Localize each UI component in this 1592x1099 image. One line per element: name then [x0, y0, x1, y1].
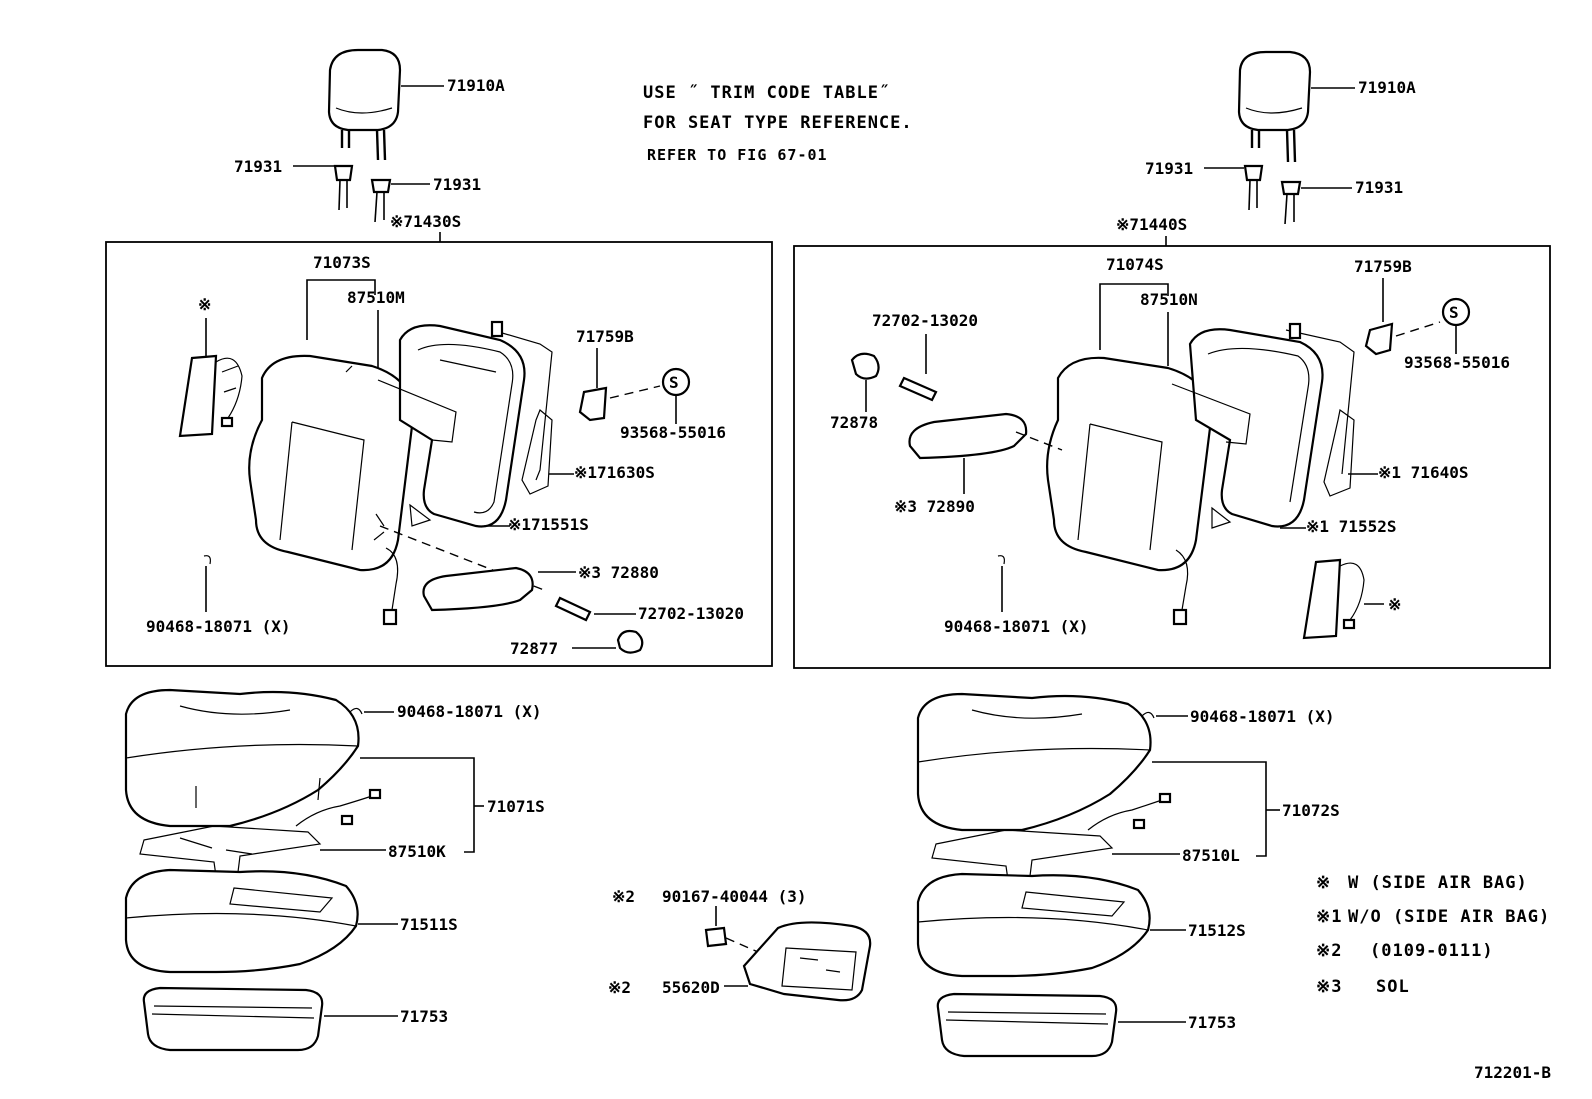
label-71759b-left: 71759B	[576, 327, 634, 346]
left-armrest: ※3 72880 72702-13020 72877	[379, 525, 744, 658]
note-line-2: FOR SEAT TYPE REFERENCE.	[643, 113, 913, 133]
label-72878: 72878	[830, 413, 878, 432]
right-armrest-assembly: 72702-13020 72878 ※3 72890	[830, 311, 1063, 516]
right-seatback-labels: 71074S 87510N	[1099, 255, 1198, 366]
note-line-3: REFER TO FIG 67-01	[647, 146, 828, 164]
label-90468-18071-right-back: 90468-18071 (X)	[944, 617, 1089, 636]
note-line-1: USE ˝ TRIM CODE TABLE˝	[643, 83, 890, 103]
left-seatback-cushion	[248, 354, 416, 572]
legend-text-2: W/O (SIDE AIR BAG)	[1348, 907, 1550, 927]
left-airbag-module	[178, 354, 243, 438]
label-93568-55016-right: 93568-55016	[1404, 353, 1510, 372]
label-armrest-72890: ※3 72890	[894, 497, 975, 516]
label-90468-18071-left-back: 90468-18071 (X)	[146, 617, 291, 636]
center-bracket: ※2 90167-40044 (3) ※2 55620D	[608, 887, 872, 1002]
label-71072s: 71072S	[1282, 801, 1340, 820]
side-airbag-mark-right: ※	[1388, 595, 1401, 614]
label-87510l: 87510L	[1182, 846, 1240, 865]
left-seatback-group-frame	[105, 241, 773, 667]
label-71931-right-a: 71931	[1145, 159, 1193, 178]
label-71910a-right: 71910A	[1358, 78, 1416, 97]
right-seatback-group-frame	[793, 245, 1551, 669]
legend-mark-1: ※	[1316, 873, 1331, 893]
mark-2-bolt: ※2	[612, 887, 635, 906]
label-55620d: 55620D	[662, 978, 720, 997]
figure-code: 712201-B	[1474, 1063, 1551, 1082]
label-93568-55016-left: 93568-55016	[620, 423, 726, 442]
label-71073s: 71073S	[313, 253, 371, 272]
right-seatback-harness	[1172, 549, 1189, 626]
label-90468-18071-right-cushion: 90468-18071 (X)	[1190, 707, 1335, 726]
label-71753-left: 71753	[400, 1007, 448, 1026]
label-71071s: 71071S	[487, 797, 545, 816]
reference-notes: USE ˝ TRIM CODE TABLE˝ FOR SEAT TYPE REF…	[643, 83, 913, 164]
label-71552s: ※1 71552S	[1306, 517, 1396, 536]
label-71753-right: 71753	[1188, 1013, 1236, 1032]
legend-text-4: SOL	[1376, 977, 1410, 997]
label-90468-18071-left-cushion: 90468-18071 (X)	[397, 702, 542, 721]
label-71931-left-a: 71931	[234, 157, 282, 176]
label-72702-13020-right: 72702-13020	[872, 311, 978, 330]
label-87510m: 87510M	[347, 288, 405, 307]
right-seatback-frame	[1171, 322, 1355, 529]
right-seatback-cushion	[1046, 356, 1214, 572]
mark-2-bracket: ※2	[608, 978, 631, 997]
right-cushion-stack: 90468-18071 (X) 71072S 87510L 71512S 717…	[916, 692, 1340, 1058]
svg-text:S: S	[1449, 303, 1459, 322]
left-back-clip: 90468-18071 (X)	[146, 555, 291, 636]
label-87510k: 87510K	[388, 842, 446, 861]
legend-mark-3: ※2	[1316, 941, 1342, 961]
label-71440s: ※71440S	[1116, 215, 1187, 234]
right-airbag-module: ※	[1302, 558, 1401, 640]
legend: ※ W (SIDE AIR BAG) ※1 W/O (SIDE AIR BAG)…	[1316, 873, 1550, 997]
right-headrest-supports: 71931 71931	[1145, 159, 1403, 225]
label-71640s: ※1 71640S	[1378, 463, 1468, 482]
legend-mark-4: ※3	[1316, 977, 1342, 997]
label-71430s: ※71430S	[390, 212, 461, 231]
label-72877: 72877	[510, 639, 558, 658]
legend-text-1: W (SIDE AIR BAG)	[1348, 873, 1528, 893]
right-back-clip: 90468-18071 (X)	[944, 555, 1089, 636]
label-87510n: 87510N	[1140, 290, 1198, 309]
left-lock-and-screw: 71759B S 93568-55016	[576, 327, 726, 442]
label-71910a-left: 71910A	[447, 76, 505, 95]
side-airbag-mark-left: ※	[198, 295, 211, 314]
label-71931-left-b: 71931	[433, 175, 481, 194]
left-headrest: 71910A	[327, 48, 505, 161]
legend-mark-2: ※1	[1316, 907, 1342, 927]
label-71759b-right: 71759B	[1354, 257, 1412, 276]
legend-text-3: (0109-0111)	[1370, 941, 1494, 961]
right-headrest: 71910A	[1237, 50, 1416, 163]
label-71511s: 71511S	[400, 915, 458, 934]
left-seatback-harness	[373, 513, 399, 626]
right-lock-and-screw: 71759B S 93568-55016	[1354, 257, 1510, 372]
label-71512s: 71512S	[1188, 921, 1246, 940]
label-71931-right-b: 71931	[1355, 178, 1403, 197]
left-headrest-supports: 71931 71931	[234, 157, 481, 223]
label-171551s: ※171551S	[508, 515, 589, 534]
label-72702-13020-left: 72702-13020	[638, 604, 744, 623]
label-armrest-72880: ※3 72880	[578, 563, 659, 582]
left-seatback-frame	[377, 320, 553, 528]
left-cushion-stack: 90468-18071 (X) 71071S 87510K 71511S 717…	[124, 688, 545, 1052]
label-171630s: ※171630S	[574, 463, 655, 482]
label-90167-40044: 90167-40044 (3)	[662, 887, 807, 906]
svg-text:S: S	[669, 373, 679, 392]
label-71074s: 71074S	[1106, 255, 1164, 274]
left-seatback-labels: 71073S 87510M ※	[198, 253, 405, 370]
